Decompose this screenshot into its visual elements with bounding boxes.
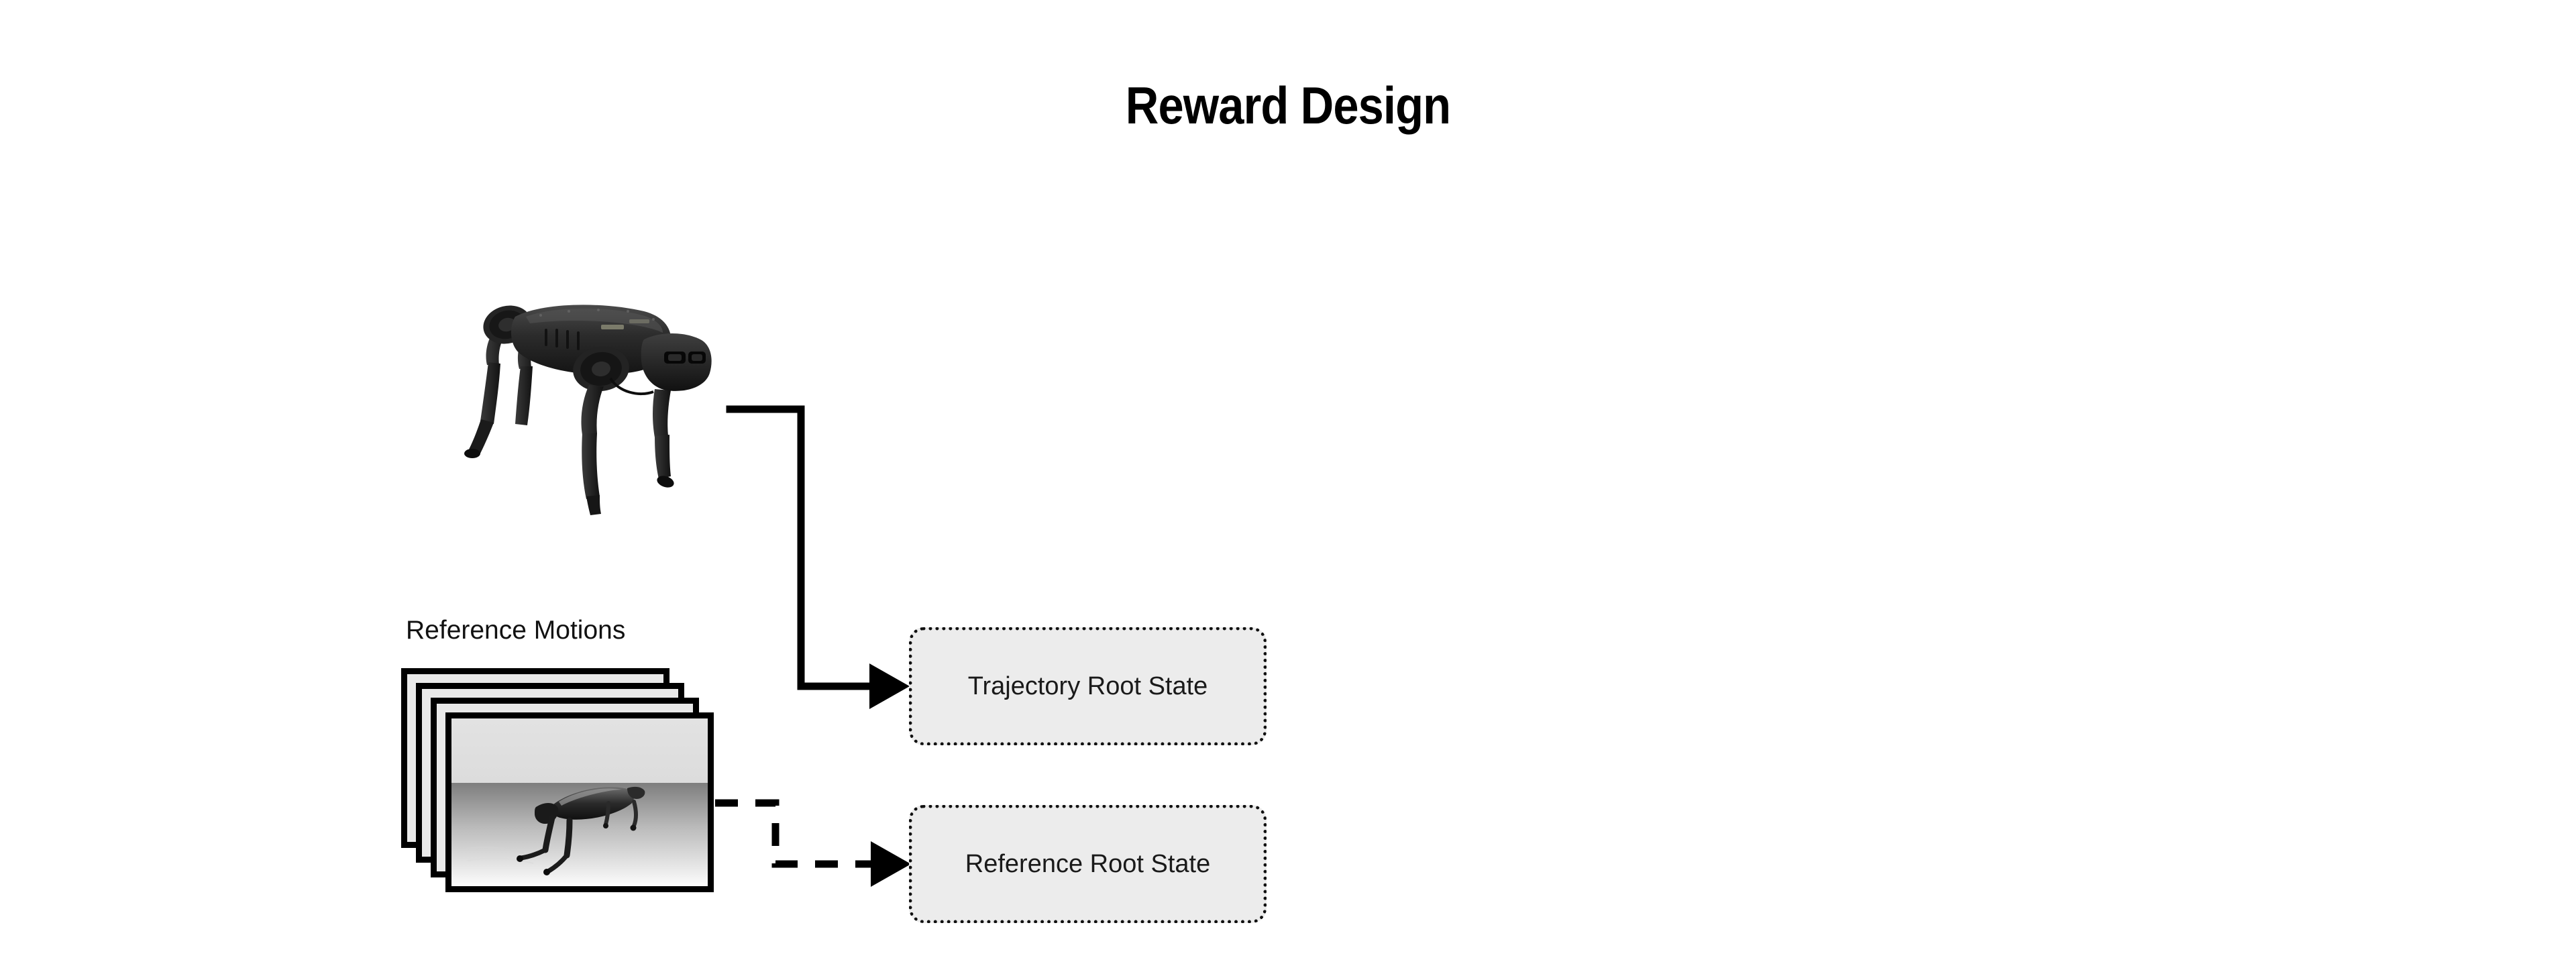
quadruped-robot-photo	[443, 290, 724, 518]
simulated-quadruped-scene	[451, 718, 708, 886]
reference-motion-frame-front	[445, 712, 714, 892]
trajectory-root-state-label: Trajectory Root State	[967, 672, 1208, 700]
reference-root-state-box[interactable]: Reference Root State	[909, 805, 1267, 923]
reference-motions-label: Reference Motions	[406, 616, 626, 645]
page-title: Reward Design	[1125, 76, 1451, 135]
reference-root-state-label: Reference Root State	[965, 849, 1211, 878]
trajectory-root-state-box[interactable]: Trajectory Root State	[909, 627, 1267, 745]
edge-robot-to-trajectory-root-state	[726, 405, 910, 709]
edge-reference-motions-to-reference-root-state	[715, 799, 911, 887]
reference-motions-stack	[401, 668, 723, 900]
